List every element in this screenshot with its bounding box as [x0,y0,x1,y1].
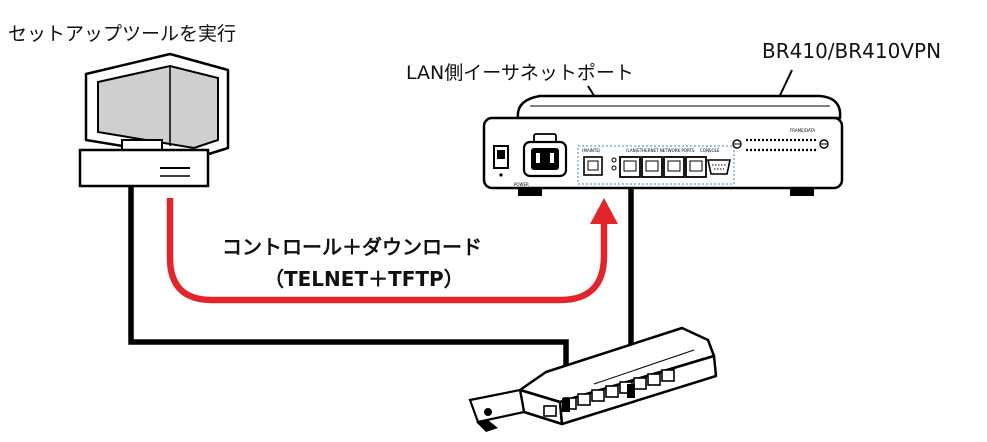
power-label: POWER [514,182,529,187]
pc-computer [78,52,230,188]
router-rear-panel [482,116,844,190]
hub-port-8 [661,369,675,382]
mainte-port-label: (MAINTE) [582,148,601,153]
lan-port-label: LAN側イーサネットポート [406,62,634,84]
hub-port-6 [633,377,647,390]
flow-label-line1: コントロール＋ダウンロード [222,235,482,259]
pc-caption: セットアップツールを実行 [8,23,236,45]
router-br410: POWER (MAINTE) (LAN)ETHERNET NETWORK POR… [482,94,844,196]
control-download-arrow [166,198,608,304]
pc-cable-plug [562,398,570,412]
router-cable-plug [627,384,635,398]
console-label: CONSOLE [700,148,720,153]
console-port [707,159,731,175]
flow-label-line2: （TELNET＋TFTP） [264,267,464,291]
hub-port-4 [605,385,619,398]
router-model-label: BR410/BR410VPN [762,39,941,63]
hub-port-2 [577,393,591,406]
monitor-screen [97,64,219,150]
network-ports-label: (LAN)ETHERNET NETWORK PORTS [626,148,695,153]
frame-label: FRAME/DATA [790,128,816,133]
hub-port-7 [647,373,661,386]
monitor-stand [121,139,163,151]
hub-port-3 [591,389,605,402]
arrow-head [590,198,618,224]
